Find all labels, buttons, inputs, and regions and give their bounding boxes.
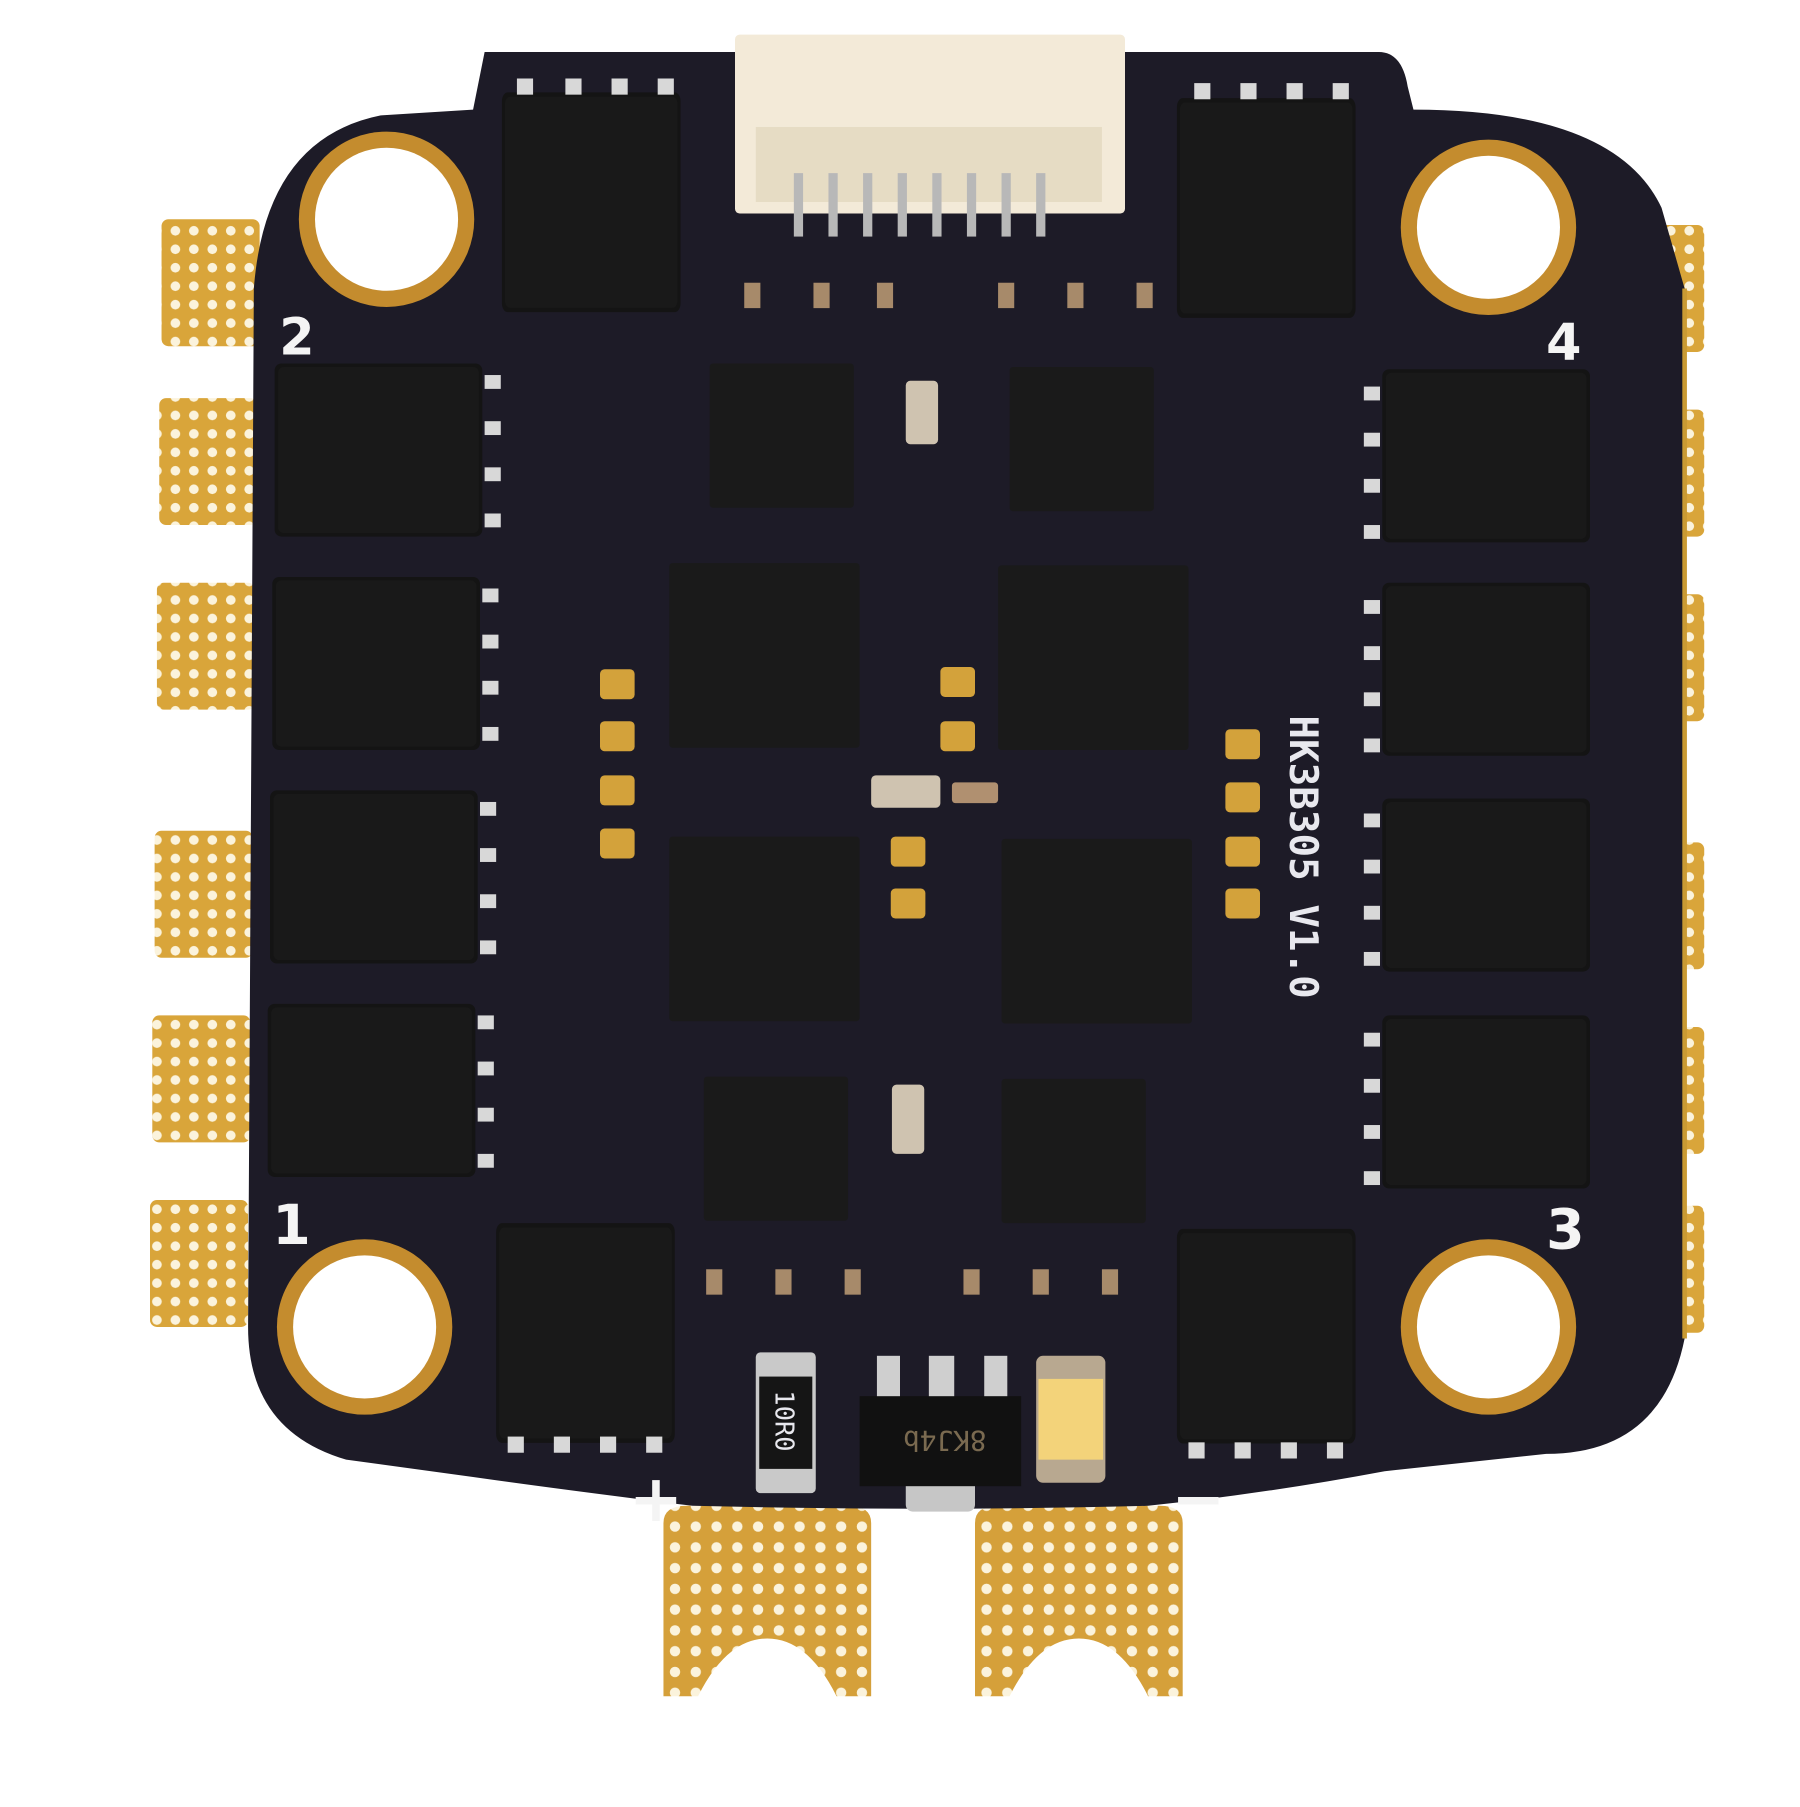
motor-pad [161, 219, 260, 347]
gate-driver-chip [1009, 366, 1154, 512]
bulk-capacitor [1036, 1355, 1106, 1483]
mosfet [1176, 1228, 1356, 1444]
mosfet [270, 790, 478, 964]
mcu-chip [669, 836, 860, 1022]
motor-label-4: 4 [1546, 313, 1581, 372]
voltage-regulator: 8KJ4b [859, 1355, 1022, 1512]
mounting-hole [1400, 1239, 1577, 1415]
positive-power-pad [663, 1505, 872, 1697]
mounting-hole [276, 1239, 453, 1415]
mosfet [1176, 98, 1356, 318]
mosfet [501, 92, 681, 313]
positive-label: + [629, 1462, 683, 1537]
mosfet [1382, 1015, 1590, 1189]
shunt-resistor-marking: 10R0 [769, 1390, 799, 1451]
motor-pad [159, 398, 258, 526]
negative-label: − [1171, 1462, 1225, 1537]
mosfet [272, 576, 480, 751]
gate-driver-chip [703, 1076, 849, 1221]
model-label: HK3B305 V1.0 [1280, 715, 1325, 998]
silkscreen: 2 4 1 3 + − HK3B305 V1.0 [272, 307, 1584, 1537]
motor-pad [156, 582, 255, 710]
signal-connector [735, 34, 1125, 237]
mosfet [1382, 798, 1590, 972]
motor-label-1: 1 [272, 1194, 311, 1258]
regulator-marking: 8KJ4b [903, 1424, 986, 1457]
mosfet [267, 1003, 476, 1177]
mounting-holes [276, 131, 1577, 1415]
gate-driver-chip [709, 363, 854, 508]
mounting-hole [298, 131, 475, 307]
passives [706, 282, 1153, 1295]
mcu-chip [669, 563, 860, 748]
pcb-body [248, 51, 1685, 1509]
mosfet [274, 363, 483, 537]
mosfet-leads [477, 78, 1380, 1459]
mosfet [496, 1223, 675, 1443]
power-pads [663, 1505, 1183, 1697]
motor-pad [152, 1015, 251, 1143]
mcu-chip [1001, 838, 1192, 1024]
mcu-chip [998, 565, 1189, 751]
motor-pad [150, 1200, 249, 1327]
mosfet [1382, 369, 1590, 543]
test-pads [600, 666, 1260, 919]
motor-label-3: 3 [1546, 1199, 1585, 1263]
negative-power-pad [975, 1505, 1183, 1697]
motor-label-2: 2 [279, 307, 314, 366]
mosfet [1382, 582, 1590, 756]
shunt-resistor: 10R0 [755, 1352, 816, 1494]
motor-pad [154, 830, 253, 958]
mounting-hole [1400, 139, 1577, 316]
gate-driver-chip [1001, 1078, 1146, 1224]
left-motor-pads [150, 219, 260, 1327]
